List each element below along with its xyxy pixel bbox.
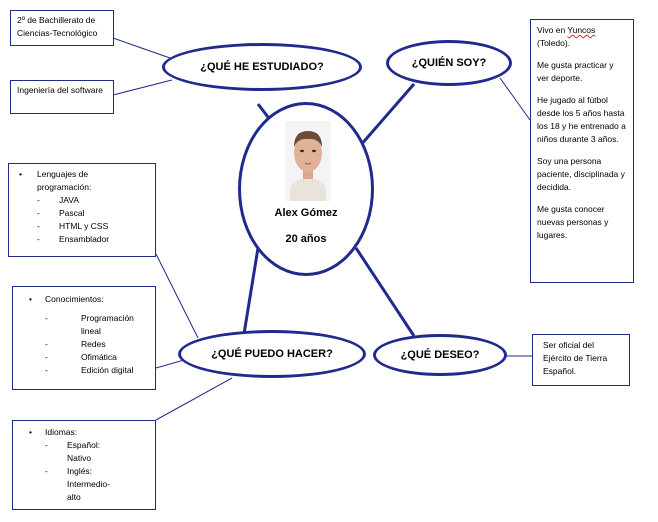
oval-que-he-estudiado: ¿QUÉ HE ESTUDIADO? (162, 43, 362, 91)
idioma-item: -Español: Nativo (45, 440, 101, 463)
deseo-box: Ser oficial del Ejército de Tierra Españ… (532, 334, 630, 386)
bachillerato-box: 2º de Bachillerato de Ciencias-Tecnológi… (10, 10, 114, 46)
bullet-dot: • (19, 169, 22, 179)
conocimiento-item: -Edición digital (45, 365, 134, 375)
oval-quien-soy: ¿QUIÉN SOY? (386, 40, 512, 86)
lenguajes-bullet: • Lenguajes de programación: (19, 168, 147, 194)
connector-idiomas-puedo (155, 377, 233, 421)
lenguaje-item: -HTML y CSS (37, 221, 109, 231)
lenguaje-item: -Ensamblador (37, 234, 110, 244)
deseo-text: Ser oficial del Ejército de Tierra Españ… (543, 340, 608, 376)
conocimientos-box: • Conocimientos: -Programación lineal -R… (12, 286, 156, 390)
connector-conocimientos-puedo (155, 359, 185, 369)
bullet-dot: • (29, 294, 32, 304)
conocimiento-item: -Redes (45, 339, 106, 349)
center-profile: Alex Gómez 20 años (238, 102, 374, 276)
conocimientos-title: Conocimientos: (45, 294, 104, 304)
connector-bach-estudiado (112, 37, 171, 59)
connector-quien-box (499, 77, 531, 121)
connector-center-quien (358, 83, 416, 147)
connector-center-deseo (354, 247, 416, 337)
oval-que-deseo: ¿QUÉ DESEO? (373, 334, 507, 376)
oval-que-puedo-hacer: ¿QUÉ PUEDO HACER? (178, 330, 366, 378)
quien-p4: Soy una persona paciente, disciplinada y… (537, 156, 625, 192)
profile-name: Alex Gómez (274, 207, 338, 219)
quien-p1: Vivo en Yuncos (Toledo). (537, 25, 596, 48)
quien-p2: Me gusta practicar y ver deporte. (537, 60, 614, 83)
idioma-item: -Inglés: Intermedio-alto (45, 466, 110, 502)
bachillerato-text: 2º de Bachillerato de Ciencias-Tecnológi… (17, 15, 98, 38)
ingenieria-box: Ingeniería del software (10, 80, 114, 114)
bullet-dot: • (29, 427, 32, 437)
quien-p5: Me gusta conocer nuevas personas y lugar… (537, 204, 609, 240)
profile-photo (285, 121, 331, 201)
conocimiento-item: -Ofimática (45, 352, 117, 362)
connector-center-puedo (242, 247, 260, 335)
lenguaje-item: -JAVA (37, 195, 79, 205)
profile-age: 20 años (285, 233, 327, 245)
spell-underline: Yuncos (567, 25, 596, 35)
quien-soy-box: Vivo en Yuncos (Toledo). Me gusta practi… (530, 19, 634, 283)
lenguaje-item: -Pascal (37, 208, 85, 218)
idiomas-title: Idiomas: (45, 427, 78, 437)
connector-ing-estudiado (112, 79, 173, 96)
connector-lenguajes-puedo (155, 253, 199, 339)
ingenieria-text: Ingeniería del software (17, 85, 103, 95)
lenguajes-box: • Lenguajes de programación: -JAVA -Pasc… (8, 163, 156, 257)
conocimiento-item: -Programación lineal (45, 313, 134, 336)
idiomas-box: • Idiomas: -Español: Nativo -Inglés: Int… (12, 420, 156, 510)
quien-p3: He jugado al fútbol desde los 5 años has… (537, 95, 626, 144)
lenguajes-title: Lenguajes de programación: (37, 169, 92, 192)
